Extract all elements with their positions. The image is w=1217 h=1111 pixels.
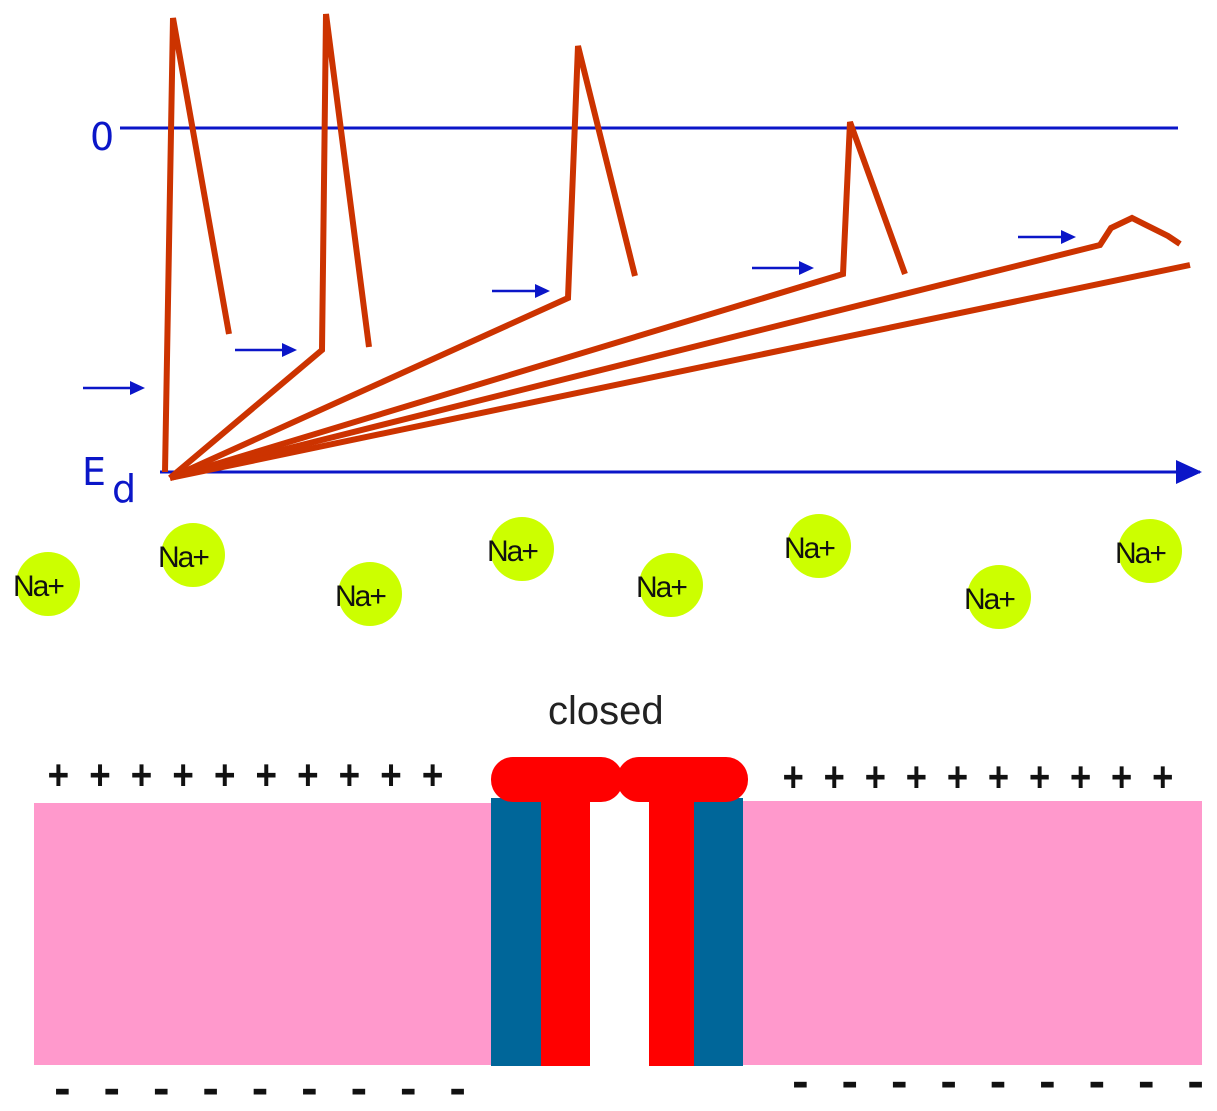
trace-spike-4 [169,120,908,481]
channel-inner-subunit-left [541,798,590,1066]
sodium-ion: Na+ [158,523,225,587]
trace-spike-1 [162,17,232,473]
inside-charges-left: - - - - - - - - - [50,1067,470,1111]
channel-outer-subunit-right [694,798,743,1066]
outside-charges-left: + + + + + + + + + + [48,752,443,798]
sodium-ion: Na+ [636,553,703,617]
stimulus-arrowhead [1061,230,1076,244]
ed-label: E [82,450,106,494]
outside-charges-right: + + + + + + + + + + [783,754,1173,800]
ion-label: Na+ [487,535,538,568]
channel-gate-right [617,757,748,802]
time-axis-arrowhead [1176,460,1202,484]
channel-inner-subunit-right [649,798,695,1066]
stimulus-arrowhead [799,261,814,275]
ion-label: Na+ [784,532,835,565]
trace-subthreshold-line [169,262,1191,481]
ed-subscript: d [112,467,136,511]
sodium-ion: Na+ [335,562,402,626]
sodium-ion: Na+ [784,514,851,578]
ion-label: Na+ [158,541,209,574]
inside-charges-right: - - - - - - - - - [788,1060,1208,1106]
trace-subthreshold-bump [169,214,1182,481]
sodium-ion: Na+ [487,517,554,581]
ion-label: Na+ [1115,537,1166,570]
stimulus-arrowhead [282,343,297,357]
channel-gate-left [491,757,623,802]
membrane-left [34,803,492,1065]
ion-label: Na+ [964,583,1015,616]
trace-spike-3 [168,45,638,481]
stimulus-arrowhead [535,284,550,298]
channel-outer-subunit-left [491,798,542,1066]
trace-spike-2 [168,13,372,481]
ion-label: Na+ [335,580,386,613]
sodium-ions: Na+ Na+ Na+ Na+ Na+ Na+ Na+ Na+ [13,514,1182,629]
ion-label: Na+ [13,570,64,603]
stimulus-arrowhead [130,381,145,395]
sodium-ion: Na+ [964,565,1031,629]
voltage-graph: 0 E d [82,13,1202,511]
sodium-ion: Na+ [1115,519,1182,583]
channel-state-label: closed [548,689,664,733]
zero-label: 0 [90,115,114,159]
sodium-ion: Na+ [13,552,80,616]
ion-label: Na+ [636,571,687,604]
membrane-right [742,801,1202,1065]
sodium-channel [491,757,748,1066]
